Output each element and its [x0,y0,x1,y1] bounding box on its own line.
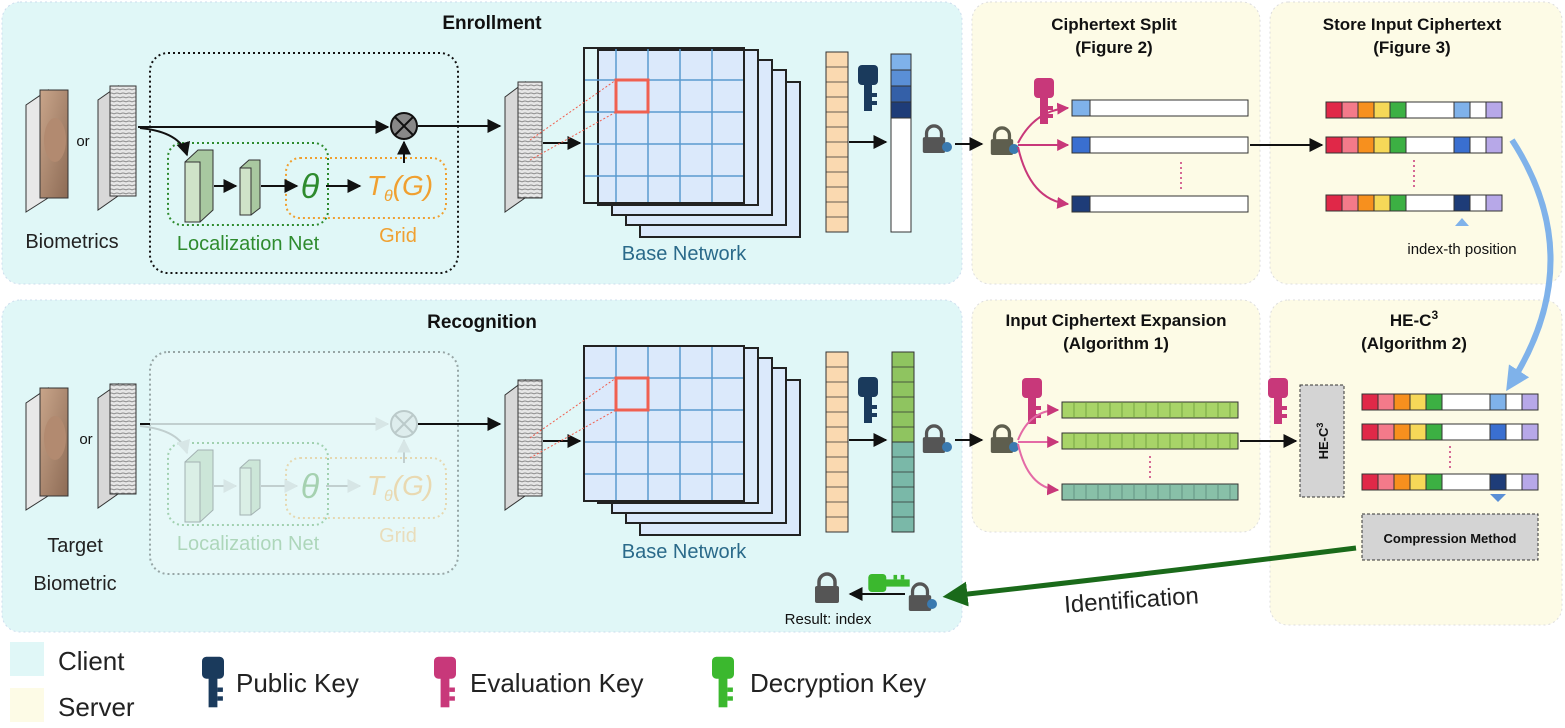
feature-vector-enroll [825,51,849,233]
localization-net-label: Localization Net [177,233,320,255]
split-ct-3 [1071,195,1249,213]
transform-label: Tθ(G) [367,170,433,205]
hec3-box [1299,384,1345,498]
base-network-recog [529,345,801,536]
hec3-ct-1 [1361,393,1539,411]
store-to-hec3-arrow [1506,138,1554,392]
split-ct-2 [1071,136,1249,154]
legend-server-label: Server [58,692,135,722]
fingerprint-image [97,85,137,211]
legend-client-label: Client [58,646,125,676]
expansion-lock-icon [989,424,1019,454]
target-fingerprint-image [97,383,137,509]
expanded-ct-1 [1061,401,1239,419]
or-label: or [76,133,89,150]
aligned-fingerprint [504,81,543,213]
final-lock-icon [907,582,937,612]
lock-icon-recog [921,424,952,454]
multiply-node [390,112,418,140]
transform-label-2: Tθ(G) [367,470,433,505]
loc-net-layer-2 [239,159,261,216]
legend-public-key-label: Public Key [236,668,359,698]
or-label-2: or [79,431,92,448]
legend-evaluation-key-icon [434,656,456,708]
hec3-title-2: (Algorithm 2) [1361,334,1467,353]
stored-ct-1 [1325,101,1503,119]
localization-net-box [167,142,329,226]
aligned-fingerprint-2 [504,379,543,511]
base-network-label-recog: Base Network [622,541,747,563]
biometrics-label: Biometrics [25,231,118,253]
lock-icon-enroll [921,124,952,154]
stored-ct-3 [1325,194,1503,212]
grid-box [285,157,447,219]
stored-ct-2 [1325,136,1503,154]
feature-vector-recog [825,351,849,533]
split-lock-icon [989,126,1019,156]
identification-label: Identification [1063,582,1199,618]
encrypted-vector-enroll [890,53,912,233]
legend-client-swatch [10,642,44,676]
faded-stn [139,351,459,575]
loc-net-layer-1 [184,149,214,223]
enrollment-title: Enrollment [442,13,542,34]
target-face-image [25,387,69,511]
legend-evaluation-key-label: Evaluation Key [470,668,643,698]
legend-decryption-key-icon [712,656,734,708]
localization-net-label-2: Localization Net [177,533,320,555]
store-title-1: Store Input Ciphertext [1323,15,1502,34]
theta-label: θ [301,168,320,206]
target-label: Target [47,535,103,557]
split-title-2: (Figure 2) [1075,38,1152,57]
hec3-title-1: HE-C3 [1390,308,1439,330]
expanded-ct-3 [1061,483,1239,501]
compression-box [1361,513,1539,561]
base-network-enroll [529,47,801,238]
face-image [25,89,69,213]
grid-label: Grid [379,225,417,247]
identification-arrow [942,545,1357,607]
legend-decryption-key-label: Decryption Key [750,668,926,698]
expansion-title-1: Input Ciphertext Expansion [1005,311,1226,330]
split-title-1: Ciphertext Split [1051,15,1177,34]
stn-box [149,52,459,274]
index-position-marker [1455,218,1469,226]
result-label: Result: index [785,611,872,628]
hec3-box-label: HE-C3 [1315,423,1331,460]
theta-label-2: θ [301,468,320,506]
hec3-ct-2 [1361,423,1539,441]
enrollment-panel [1,1,963,285]
encrypted-vector-recog [891,351,915,533]
index-position-label: index-th position [1407,241,1516,258]
legend-server-swatch [10,688,44,722]
split-ct-1 [1071,99,1249,117]
hec3-ct-3 [1361,473,1539,491]
hec3-marker [1490,494,1506,502]
legend-public-key-icon [202,656,224,708]
compression-label: Compression Method [1384,531,1517,546]
base-network-label-enroll: Base Network [622,243,747,265]
store-title-2: (Figure 3) [1373,38,1450,57]
grid-label-2: Grid [379,525,417,547]
biometric-label: Biometric [33,573,116,595]
recognition-title: Recognition [427,312,537,333]
expanded-ct-2 [1061,432,1239,450]
expansion-title-2: (Algorithm 1) [1063,334,1169,353]
